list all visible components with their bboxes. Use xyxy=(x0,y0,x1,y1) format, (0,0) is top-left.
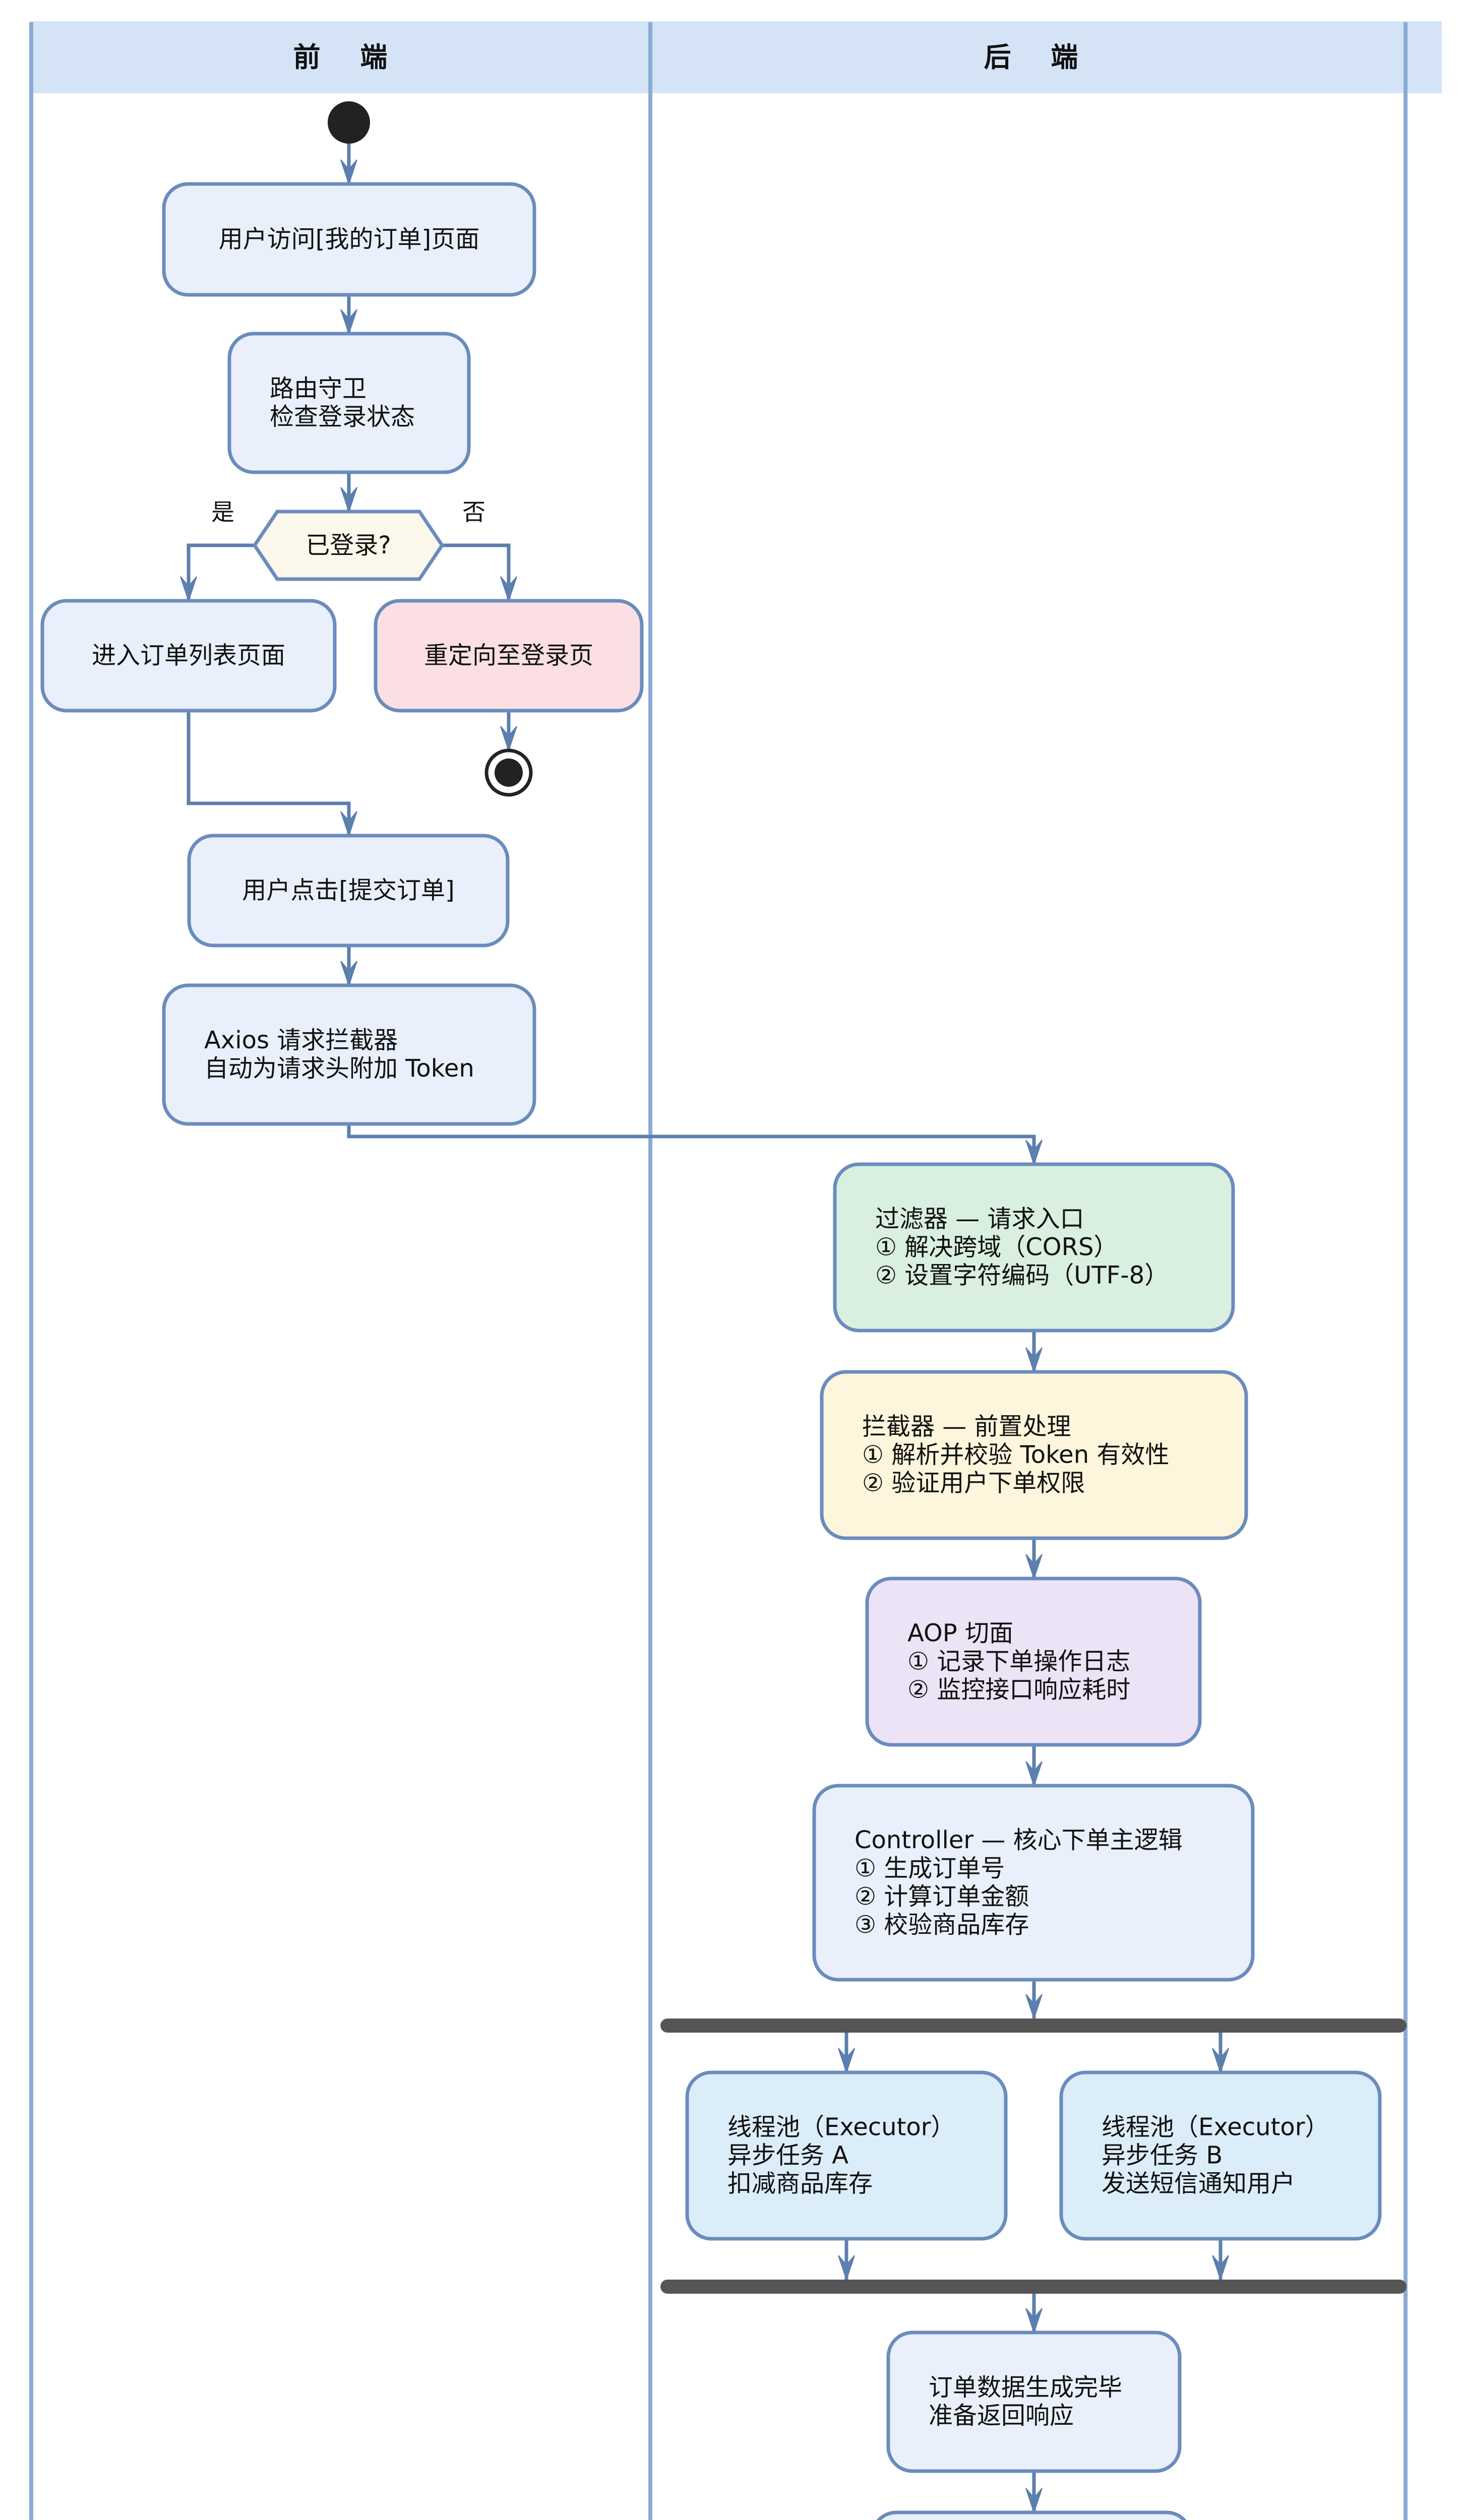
edge-d1-yes-arrowhead xyxy=(180,576,197,603)
edge-n11-join-arrowhead xyxy=(838,2255,855,2282)
node-text-line: 异步任务 B xyxy=(1102,2141,1223,2170)
node-text-line: 拦截器 — 前置处理 xyxy=(862,1413,1071,1441)
edge-n4-end-arrowhead xyxy=(500,726,517,752)
node-text-line: AOP 切面 xyxy=(907,1619,1013,1648)
activity-node-n3: 进入订单列表页面 xyxy=(40,599,337,713)
node-text-line: 订单数据生成完毕 xyxy=(929,2373,1122,2402)
node-text-line: ② 验证用户下单权限 xyxy=(862,1469,1085,1497)
edge-n12-join-arrowhead xyxy=(1212,2255,1229,2282)
edge-n7-n8-arrowhead xyxy=(1025,1347,1043,1374)
guard-label-no: 否 xyxy=(462,498,485,526)
node-text-line: ① 生成订单号 xyxy=(855,1854,1005,1882)
start-node-icon xyxy=(328,101,370,144)
edge-join-n13-arrowhead xyxy=(1025,2308,1043,2335)
node-box xyxy=(833,1162,1235,1333)
edges: 是否 xyxy=(180,144,1229,2514)
node-box xyxy=(1059,2070,1382,2241)
swimlane-header-band xyxy=(30,21,1442,93)
node-box xyxy=(374,599,644,713)
edge-d1-yes xyxy=(187,543,255,601)
edge-n3-n5 xyxy=(187,711,351,836)
node-text-line: 用户点击[提交订单] xyxy=(242,876,454,905)
fork-bar xyxy=(660,2019,1407,2033)
activity-node-n14: 拦截器 — 后置处理统一包装响应体格式 xyxy=(876,2510,1187,2520)
node-box xyxy=(40,599,337,713)
node-text-line: 准备返回响应 xyxy=(929,2402,1074,2430)
node-text-line: 进入订单列表页面 xyxy=(92,642,285,670)
edge-fork-n12-arrowhead xyxy=(1212,2048,1229,2074)
activity-node-n4: 重定向至登录页 xyxy=(374,599,644,713)
edge-n6-n7 xyxy=(347,1124,1036,1164)
node-box xyxy=(162,182,536,297)
edge-n13-n14-arrowhead xyxy=(1025,2488,1043,2514)
edge-n3-n5-arrowhead xyxy=(340,811,357,838)
edge-n8-n9-arrowhead xyxy=(1025,1554,1043,1581)
node-text-line: 自动为请求头附加 Token xyxy=(204,1054,474,1083)
node-text-line: ① 记录下单操作日志 xyxy=(907,1648,1130,1676)
edge-fork-n11-arrowhead xyxy=(838,2048,855,2074)
node-text-line: 重定向至登录页 xyxy=(424,642,593,670)
node-text-line: 发送短信通知用户 xyxy=(1102,2170,1295,2198)
node-text-line: ③ 校验商品库存 xyxy=(855,1911,1029,1939)
node-box xyxy=(886,2330,1182,2473)
edge-n6-n7-arrowhead xyxy=(1025,1140,1043,1166)
edge-n5-n6-arrowhead xyxy=(340,961,357,987)
node-text-line: Axios 请求拦截器 xyxy=(204,1026,398,1054)
decision-label: 已登录? xyxy=(306,531,391,559)
edge-n10-fork-arrowhead xyxy=(1025,1994,1043,2021)
node-box xyxy=(820,1370,1248,1540)
activity-node-n5: 用户点击[提交订单] xyxy=(187,834,510,948)
lane-title-backend: 后 端 xyxy=(984,41,1093,73)
node-text-line: 检查登录状态 xyxy=(270,403,415,431)
lane-title-frontend: 前 端 xyxy=(293,41,403,73)
node-box xyxy=(876,2510,1187,2520)
node-text-line: 线程池（Executor） xyxy=(727,2113,955,2141)
node-text-line: 线程池（Executor） xyxy=(1102,2113,1329,2141)
node-text-line: 过滤器 — 请求入口 xyxy=(875,1205,1084,1233)
join-bar xyxy=(660,2280,1407,2294)
node-text-line: ① 解决跨域（CORS） xyxy=(875,1233,1118,1262)
activity-node-n1: 用户访问[我的订单]页面 xyxy=(162,182,536,297)
edge-n2-d1-arrowhead xyxy=(340,487,357,514)
edge-start-n1-arrowhead xyxy=(340,159,357,186)
edge-d1-no-arrowhead xyxy=(500,576,517,603)
edge-d1-no xyxy=(442,543,511,601)
node-text-line: ① 解析并校验 Token 有效性 xyxy=(862,1441,1169,1469)
end-node-redirect-icon-core xyxy=(495,759,523,787)
edge-n9-n10-arrowhead xyxy=(1025,1761,1043,1788)
node-box xyxy=(685,2070,1008,2241)
node-text-line: 扣减商品库存 xyxy=(727,2170,873,2198)
node-text-line: 异步任务 A xyxy=(727,2141,848,2170)
node-box xyxy=(812,1784,1255,1982)
guard-label-yes: 是 xyxy=(211,498,234,526)
decision-shape xyxy=(252,510,445,581)
node-text-line: ② 设置字符编码（UTF-8） xyxy=(875,1262,1169,1290)
node-text-line: Controller — 核心下单主逻辑 xyxy=(855,1826,1183,1854)
node-box xyxy=(227,332,471,474)
node-text-line: 用户访问[我的订单]页面 xyxy=(219,225,479,254)
node-box xyxy=(187,834,510,948)
node-text-line: ② 监控接口响应耗时 xyxy=(907,1676,1130,1704)
node-text-line: ② 计算订单金额 xyxy=(855,1882,1029,1911)
node-box xyxy=(162,983,536,1126)
activity-node-d1: 已登录? xyxy=(252,510,445,581)
edge-n1-n2-arrowhead xyxy=(340,309,357,336)
node-text-line: 路由守卫 xyxy=(270,374,367,403)
node-box xyxy=(865,1577,1202,1747)
